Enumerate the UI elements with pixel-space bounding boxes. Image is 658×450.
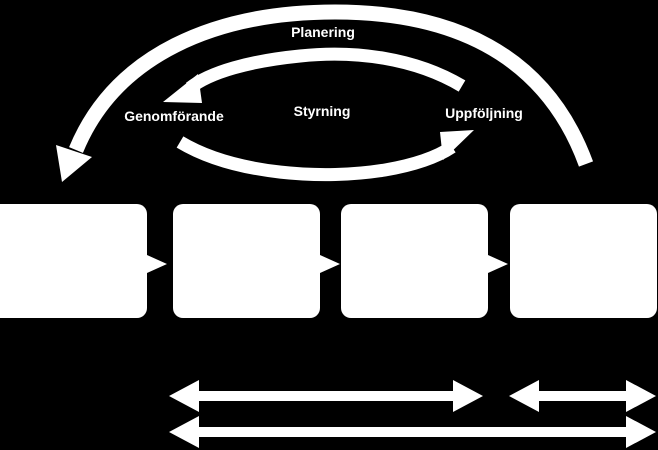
inner-arc-bottom-arrowhead (440, 130, 474, 160)
process-box-2 (173, 204, 320, 318)
process-box-3 (341, 204, 488, 318)
process-row (0, 204, 657, 318)
planering-arc (69, 4, 594, 167)
inner-arc-top (185, 47, 466, 94)
process-box-4 (510, 204, 657, 318)
label-styrning: Styrning (294, 103, 351, 119)
inner-arc-top-arrowhead (163, 74, 202, 103)
label-uppfoljning: Uppföljning (445, 105, 523, 121)
process-box-1 (0, 204, 147, 318)
planering-arrowhead (56, 145, 92, 182)
double-arrow-1 (169, 380, 483, 412)
chevron-3 (488, 255, 508, 273)
label-planering: Planering (291, 24, 355, 40)
chevron-2 (320, 255, 340, 273)
label-genomforande: Genomförande (124, 108, 224, 124)
chevron-1 (147, 255, 167, 273)
double-arrow-2 (509, 380, 656, 412)
double-arrow-3 (169, 416, 656, 448)
inner-arc-bottom (176, 136, 456, 182)
